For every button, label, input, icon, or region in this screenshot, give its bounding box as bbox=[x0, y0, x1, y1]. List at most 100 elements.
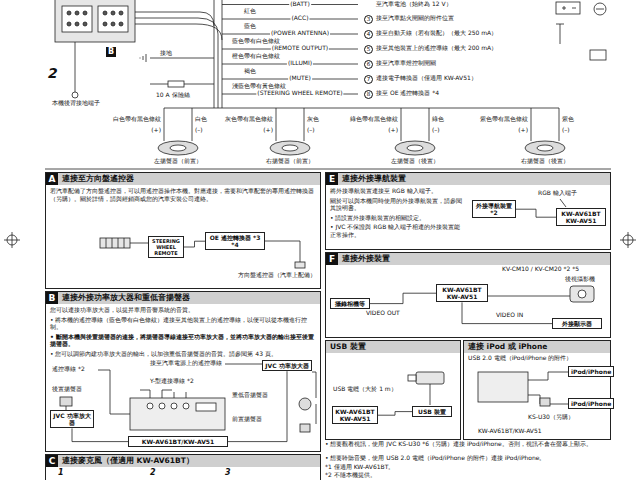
harness-connector bbox=[67, 11, 71, 15]
label-text: (+) bbox=[388, 127, 398, 134]
section-title: 連接麥克風（僅適用 KW-AV61BT） bbox=[58, 456, 194, 466]
harness-connector bbox=[119, 22, 123, 26]
part-name: STEERING WHEEL REMOTE bbox=[151, 238, 181, 256]
step-number: 2 bbox=[150, 468, 156, 477]
section-text: • 您可以調節內建功率放大器的輸出，以加強重低音揚聲器的音質。請參閱第 43 頁… bbox=[46, 350, 320, 358]
signal-name: (ACC) bbox=[290, 15, 309, 22]
section-title: 連接 iPod 或 iPhone bbox=[464, 342, 547, 352]
harness-connector bbox=[103, 11, 107, 15]
step-number: 1 bbox=[58, 468, 64, 477]
label-text: 接至其他裝置上的遙控導線（最大 200 mA） bbox=[376, 45, 497, 52]
section-letter: B bbox=[46, 292, 58, 304]
amplifier-wiring bbox=[130, 398, 225, 430]
ipod-wiring bbox=[540, 398, 550, 406]
part-box: KW-AV61BT KW-AV51 bbox=[436, 284, 488, 302]
steering-plug bbox=[100, 238, 305, 268]
callout-number: 7 bbox=[364, 75, 373, 84]
ground-wire bbox=[72, 92, 78, 98]
amplifier-wiring bbox=[196, 403, 216, 411]
label-text: VIDEO OUT bbox=[366, 310, 400, 317]
wire-bundle bbox=[135, 0, 222, 108]
label-text: 右揚聲器（後置） bbox=[521, 158, 569, 165]
amplifier-wiring bbox=[300, 424, 310, 432]
usb-symbol bbox=[416, 372, 444, 384]
section-rule bbox=[45, 169, 611, 170]
fuse bbox=[150, 81, 214, 87]
part-box: OE 遙控轉換器 *3 *4 bbox=[205, 232, 265, 250]
connector-wire bbox=[516, 209, 556, 217]
label-text: 前置揚聲器 bbox=[232, 416, 262, 423]
section-text: 若汽車配備了方向盤遙控器，可以用遙控器操作本機。對應連接，需要和汽車配套的專用遙… bbox=[46, 187, 320, 202]
steering-plug bbox=[106, 238, 124, 248]
harness-connector bbox=[55, 0, 135, 42]
label-text: • 想要聆聽音樂，使用 USB 2.0 電纜（iPod/iPhone 的附件）連… bbox=[325, 455, 611, 462]
usb-symbol bbox=[408, 375, 416, 381]
wire-bundle bbox=[135, 12, 214, 108]
speaker-wire bbox=[164, 108, 559, 109]
speaker-symbol bbox=[395, 141, 435, 155]
speaker-symbol bbox=[170, 145, 186, 151]
label-text: 灰色帶有黑色條紋 bbox=[225, 116, 273, 123]
speaker-symbol bbox=[407, 145, 423, 151]
steering-plug bbox=[295, 262, 305, 268]
part-name: 外接導航裝置 *2 bbox=[475, 202, 513, 216]
harness-connector bbox=[83, 22, 87, 26]
ground-wire bbox=[75, 42, 76, 92]
label-text: 接至 OE 遙控轉換器 *4 bbox=[376, 90, 439, 97]
part-box: iPod/iPhone bbox=[568, 366, 614, 377]
label-text: 接至汽車車燈控制開關 bbox=[376, 60, 436, 67]
external-part bbox=[556, 2, 606, 60]
section-header: USB 裝置 bbox=[326, 341, 460, 353]
section-title: 連接外接裝置 bbox=[338, 254, 390, 264]
harness-connector bbox=[103, 22, 107, 26]
camera-symbol bbox=[578, 290, 586, 298]
label-text: 接至汽車電源上的遙控導線 bbox=[150, 360, 222, 367]
label-text: 接地 bbox=[160, 50, 172, 57]
part-box: iPod/iPhone bbox=[568, 398, 614, 409]
part-box: KW-AV61BT KW-AV51 bbox=[556, 208, 606, 226]
callout-number: 4 bbox=[364, 30, 373, 39]
registration-mark bbox=[628, 232, 629, 248]
section-header: E連接外接導航裝置 bbox=[326, 173, 610, 185]
label-text: USB 電纜（大於 1 m） bbox=[333, 386, 397, 393]
section-header: F連接外接裝置 bbox=[326, 253, 610, 265]
label-text: (+) bbox=[263, 127, 273, 134]
part-name: KW-AV61BT KW-AV51 bbox=[559, 210, 603, 224]
wire-bundle bbox=[135, 18, 218, 108]
label-text: USB 2.0 電纜（iPod/iPhone 的附件） bbox=[468, 355, 572, 362]
label-text: VIDEO IN bbox=[496, 312, 523, 319]
external-part bbox=[594, 3, 606, 15]
section-text: • 斷開本機與後置揚聲器的連接，將揚聲器導線連接至功率放大器，並將功率放大器的輸… bbox=[46, 333, 320, 348]
part-name: iPod/iPhone bbox=[571, 368, 611, 375]
label-text: 方向盤遙控器（汽車上配備） bbox=[238, 272, 316, 279]
part-name: KW-AV61BT/KW-AV51 bbox=[131, 438, 225, 445]
registration-mark bbox=[12, 232, 13, 248]
label-text: 後視攝影機 bbox=[565, 276, 595, 283]
wire-bundle bbox=[135, 24, 222, 108]
wire-bundle bbox=[214, 0, 222, 40]
harness-connector bbox=[98, 6, 128, 32]
label-text: 至汽車電池（始終為 12 V） bbox=[376, 1, 452, 8]
callout-number: 3 bbox=[364, 15, 373, 24]
label-text: 灰色 bbox=[307, 116, 319, 123]
section-title: 連接至方向盤遙控器 bbox=[58, 174, 134, 184]
callout-number: 6 bbox=[364, 60, 373, 69]
label-text: 褐色 bbox=[244, 68, 256, 75]
ground-wire bbox=[140, 54, 146, 62]
speaker-wire bbox=[164, 108, 559, 141]
ipod-wiring bbox=[478, 372, 568, 406]
harness-connector bbox=[111, 22, 115, 26]
label-text: 重低音揚聲器 bbox=[232, 392, 268, 399]
external-part bbox=[556, 2, 580, 14]
section-text: • 請設置外接導航裝置的相關設定。 bbox=[326, 214, 470, 222]
amplifier-wiring bbox=[60, 397, 72, 406]
label-text: 接至汽車點火開關的附件位置 bbox=[376, 15, 454, 22]
label-text: KW-AV61BT/KW-AV51 bbox=[478, 428, 542, 435]
external-part bbox=[590, 50, 606, 60]
external-part bbox=[562, 6, 576, 10]
connector-wire bbox=[184, 241, 205, 247]
amplifier-wiring bbox=[183, 403, 189, 409]
part-name: iPod/iPhone bbox=[571, 400, 611, 407]
label-text: 連接電子轉換器（僅適用 KW-AV51） bbox=[376, 75, 477, 82]
section-text: • 將本機的遙控導線（藍色帶有白色條紋）連接至其他裝置上的遙控導線，以便可以從本… bbox=[46, 316, 320, 331]
